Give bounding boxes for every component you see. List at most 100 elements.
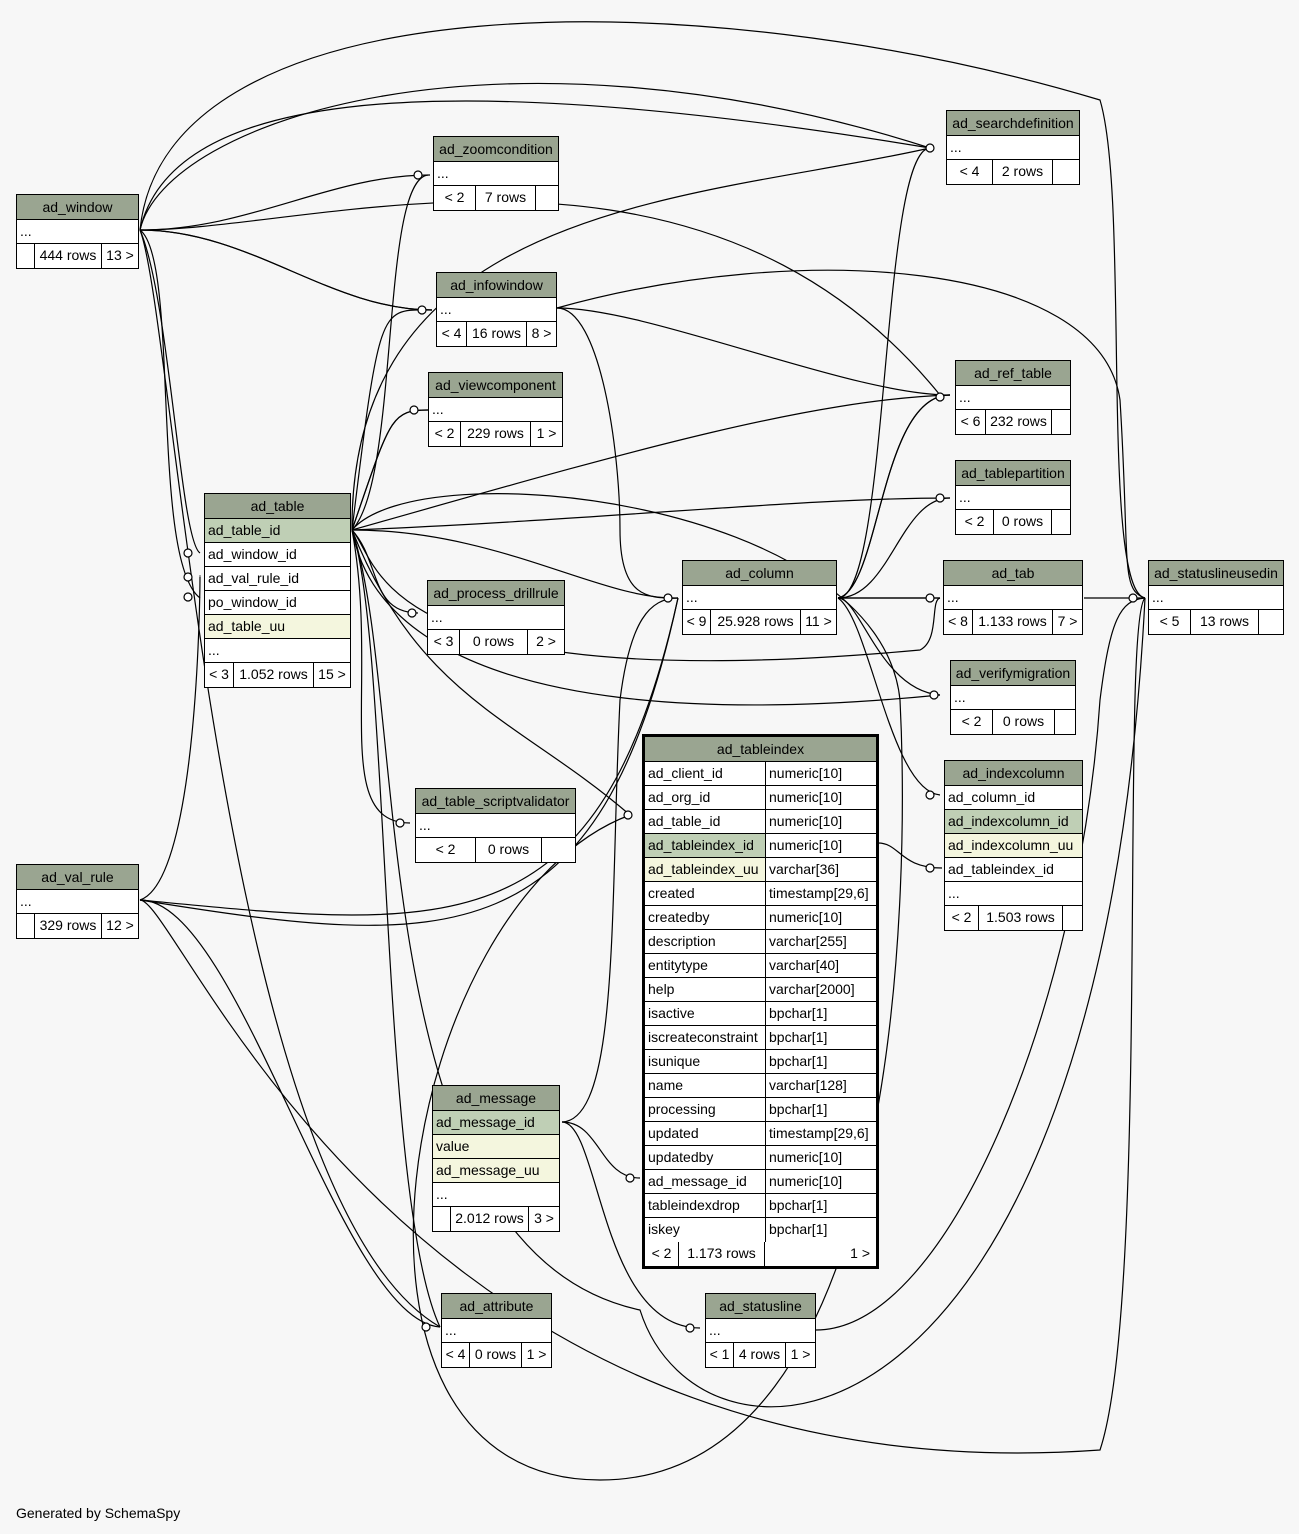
table-row: ... bbox=[428, 606, 564, 630]
table-row: ad_indexcolumn_uu bbox=[945, 834, 1082, 858]
table-ad-attribute[interactable]: ad_attribute ... < 4 0 rows 1 > bbox=[441, 1293, 552, 1368]
column-name: created bbox=[645, 882, 766, 905]
table-footer: 444 rows 13 > bbox=[17, 244, 138, 268]
table-ad-verifymigration[interactable]: ad_verifymigration ... < 2 0 rows bbox=[950, 660, 1076, 735]
table-row: ... bbox=[17, 220, 138, 244]
column-name: tableindexdrop bbox=[645, 1194, 766, 1217]
column-name: iskey bbox=[645, 1218, 766, 1242]
column-type: bpchar[1] bbox=[769, 1101, 828, 1117]
table-footer: < 2 0 rows bbox=[951, 710, 1075, 734]
column-type: varchar[40] bbox=[769, 957, 840, 973]
table-title: ad_tableindex bbox=[645, 737, 876, 762]
table-footer: < 2 1.503 rows bbox=[945, 906, 1082, 930]
column-type: numeric[10] bbox=[769, 813, 843, 829]
table-row: ... bbox=[945, 882, 1082, 906]
column-type: numeric[10] bbox=[769, 909, 843, 925]
table-title: ad_process_drillrule bbox=[428, 581, 564, 606]
column-type: timestamp[29,6] bbox=[769, 1125, 869, 1141]
table-row: ... bbox=[956, 386, 1070, 410]
table-ad-infowindow[interactable]: ad_infowindow ... < 4 16 rows 8 > bbox=[436, 272, 557, 347]
table-title: ad_table bbox=[205, 494, 350, 519]
table-title: ad_searchdefinition bbox=[947, 111, 1079, 136]
table-title: ad_table_scriptvalidator bbox=[416, 789, 575, 814]
table-ad-ref-table[interactable]: ad_ref_table ... < 6 232 rows bbox=[955, 360, 1071, 435]
table-ad-viewcomponent[interactable]: ad_viewcomponent ... < 2 229 rows 1 > bbox=[428, 372, 563, 447]
table-footer: < 2 0 rows bbox=[416, 838, 575, 862]
table-footer: < 1 4 rows 1 > bbox=[706, 1343, 815, 1367]
column-name: ad_tableindex_uu bbox=[645, 858, 766, 881]
table-footer: 2.012 rows 3 > bbox=[433, 1207, 559, 1231]
column-name: updatedby bbox=[645, 1146, 766, 1169]
column-type: bpchar[1] bbox=[769, 1005, 828, 1021]
table-row: ... bbox=[205, 639, 350, 663]
table-footer: < 2 0 rows bbox=[956, 510, 1070, 534]
table-ad-column[interactable]: ad_column ... < 9 25.928 rows 11 > bbox=[682, 560, 837, 635]
table-footer: < 9 25.928 rows 11 > bbox=[683, 610, 836, 634]
table-row: ... bbox=[17, 890, 138, 914]
table-ad-message[interactable]: ad_message ad_message_id value ad_messag… bbox=[432, 1085, 560, 1232]
table-ad-tab[interactable]: ad_tab ... < 8 1.133 rows 7 > bbox=[943, 560, 1083, 635]
table-row: ... bbox=[951, 686, 1075, 710]
column-name: isunique bbox=[645, 1050, 766, 1073]
table-title: ad_window bbox=[17, 195, 138, 220]
table-ad-zoomcondition[interactable]: ad_zoomcondition ... < 2 7 rows bbox=[433, 136, 559, 211]
table-footer: < 2 7 rows bbox=[434, 186, 558, 210]
table-row: ... bbox=[706, 1319, 815, 1343]
table-footer: < 3 0 rows 2 > bbox=[428, 630, 564, 654]
table-row: ad_table_id bbox=[205, 519, 350, 543]
table-ad-searchdefinition[interactable]: ad_searchdefinition ... < 4 2 rows bbox=[946, 110, 1080, 185]
table-row: ad_indexcolumn_id bbox=[945, 810, 1082, 834]
table-row: ... bbox=[683, 586, 836, 610]
table-footer: < 8 1.133 rows 7 > bbox=[944, 610, 1082, 634]
table-row: ... bbox=[442, 1319, 551, 1343]
column-name: processing bbox=[645, 1098, 766, 1121]
table-ad-statuslineusedin[interactable]: ad_statuslineusedin ... < 5 13 rows bbox=[1148, 560, 1284, 635]
column-name: ad_org_id bbox=[645, 786, 766, 809]
table-ad-val-rule[interactable]: ad_val_rule ... 329 rows 12 > bbox=[16, 864, 139, 939]
column-type: numeric[10] bbox=[769, 1149, 843, 1165]
table-footer: < 2 229 rows 1 > bbox=[429, 422, 562, 446]
table-ad-table[interactable]: ad_table ad_table_id ad_window_id ad_val… bbox=[204, 493, 351, 688]
table-footer: < 3 1.052 rows 15 > bbox=[205, 663, 350, 687]
generated-by-label: Generated by SchemaSpy bbox=[16, 1505, 181, 1521]
table-ad-tablepartition[interactable]: ad_tablepartition ... < 2 0 rows bbox=[955, 460, 1071, 535]
table-ad-table-scriptvalidator[interactable]: ad_table_scriptvalidator ... < 2 0 rows bbox=[415, 788, 576, 863]
table-row: value bbox=[433, 1135, 559, 1159]
table-row: ... bbox=[956, 486, 1070, 510]
column-name: updated bbox=[645, 1122, 766, 1145]
column-type: numeric[10] bbox=[769, 789, 843, 805]
column-type: varchar[36] bbox=[769, 861, 840, 877]
column-name: createdby bbox=[645, 906, 766, 929]
table-row: ad_val_rule_id bbox=[205, 567, 350, 591]
table-row: ad_column_id bbox=[945, 786, 1082, 810]
table-ad-process-drillrule[interactable]: ad_process_drillrule ... < 3 0 rows 2 > bbox=[427, 580, 565, 655]
table-title: ad_tab bbox=[944, 561, 1082, 586]
column-name: entitytype bbox=[645, 954, 766, 977]
table-ad-statusline[interactable]: ad_statusline ... < 1 4 rows 1 > bbox=[705, 1293, 816, 1368]
column-name: ad_table_id bbox=[645, 810, 766, 833]
table-row: ... bbox=[1149, 586, 1283, 610]
table-ad-window[interactable]: ad_window ... 444 rows 13 > bbox=[16, 194, 139, 269]
column-type: numeric[10] bbox=[769, 1173, 843, 1189]
table-title: ad_ref_table bbox=[956, 361, 1070, 386]
table-ad-indexcolumn[interactable]: ad_indexcolumn ad_column_id ad_indexcolu… bbox=[944, 760, 1083, 931]
column-type: varchar[2000] bbox=[769, 981, 855, 997]
table-title: ad_column bbox=[683, 561, 836, 586]
table-title: ad_tablepartition bbox=[956, 461, 1070, 486]
